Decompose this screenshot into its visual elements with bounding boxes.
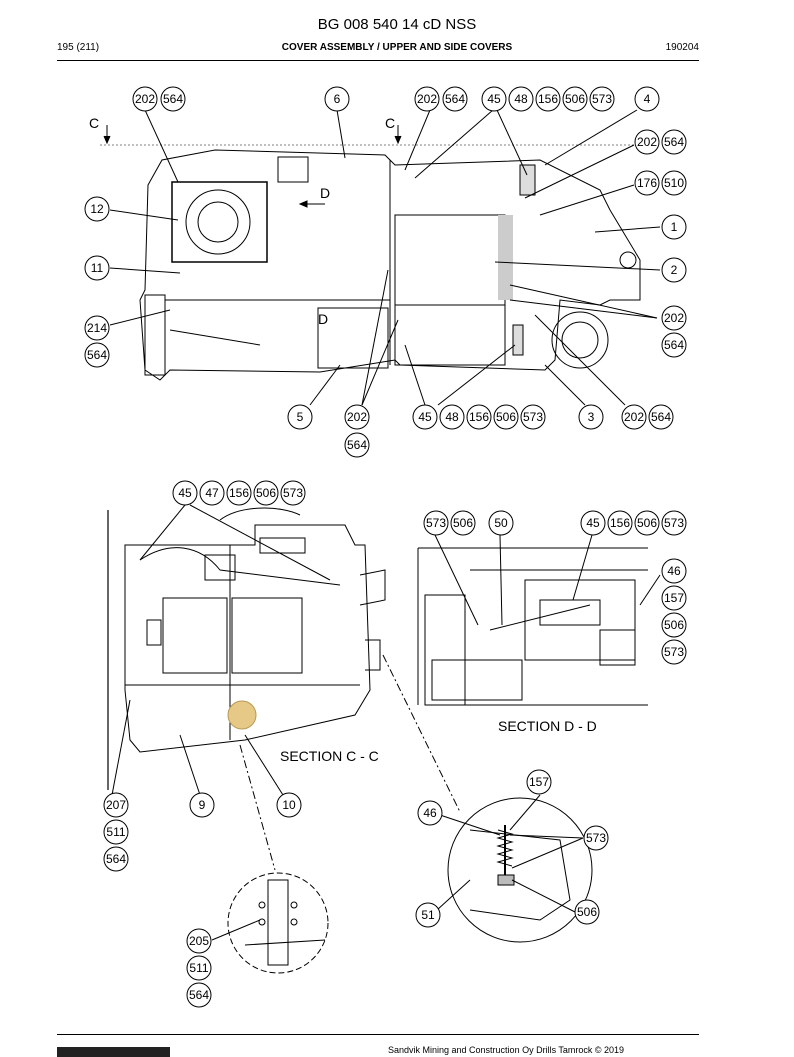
callout-label: 564 [445, 92, 465, 106]
callout-label: 564 [664, 135, 684, 149]
footer-rule [57, 1034, 699, 1035]
callout-label: 506 [637, 516, 657, 530]
callout-label: 156 [229, 486, 249, 500]
callout-label: 45 [487, 92, 501, 106]
callout-label: 46 [667, 564, 681, 578]
callout-label: 506 [496, 410, 516, 424]
callout-label: 156 [610, 516, 630, 530]
callout-label: 573 [586, 831, 606, 845]
callout-label: 6 [334, 92, 341, 106]
section-title: COVER ASSEMBLY / UPPER AND SIDE COVERS [281, 42, 513, 53]
callout-label: 564 [87, 348, 107, 362]
callout-label: 564 [651, 410, 671, 424]
header-rule [57, 60, 699, 61]
callout-label: 12 [90, 202, 104, 216]
callout-label: 1 [671, 220, 678, 234]
callout-label: 506 [664, 618, 684, 632]
callout-label: 205 [189, 934, 209, 948]
callout-label: 506 [565, 92, 585, 106]
callout-label: 4 [644, 92, 651, 106]
callout-label: 202 [135, 92, 155, 106]
callout-label: 51 [421, 908, 435, 922]
callout-label: 156 [469, 410, 489, 424]
callout-label: 5 [297, 410, 304, 424]
copyright-text: Sandvik Mining and Construction Oy Drill… [388, 1045, 625, 1055]
callout-label: 564 [347, 438, 367, 452]
callout-label: 207 [106, 798, 126, 812]
cut-c-label: C [89, 115, 99, 131]
callout-label: 202 [664, 311, 684, 325]
callout-label: 564 [106, 852, 126, 866]
callout-label: 45 [586, 516, 600, 530]
callout-label: 10 [282, 798, 296, 812]
cut-d-label: D [320, 185, 330, 201]
callout-label: 564 [664, 338, 684, 352]
callout-label: 157 [529, 775, 549, 789]
callout-label: 202 [417, 92, 437, 106]
callout-label: 202 [624, 410, 644, 424]
callout-label: 50 [494, 516, 508, 530]
callout-label: 48 [445, 410, 459, 424]
callout-label: 45 [178, 486, 192, 500]
brand-logo [57, 1047, 170, 1057]
callout-label: 202 [347, 410, 367, 424]
callout-label: 214 [87, 321, 107, 335]
callout-label: 573 [664, 516, 684, 530]
callout-label: 564 [189, 988, 209, 1002]
callout-label: 511 [189, 961, 208, 975]
callout-label: 2 [671, 263, 678, 277]
callout-label: 46 [423, 806, 437, 820]
callout-label: 564 [163, 92, 183, 106]
callout-label: 573 [426, 516, 446, 530]
section-dd-view [417, 547, 648, 706]
callout-label: 573 [592, 92, 612, 106]
callout-label: 45 [418, 410, 432, 424]
callout-label: 573 [283, 486, 303, 500]
cut-d-label: D [318, 311, 328, 327]
section-dd-caption: SECTION D - D [498, 718, 597, 734]
callout-label: 156 [538, 92, 558, 106]
page-number: 195 (211) [57, 42, 100, 53]
section-cc-caption: SECTION C - C [280, 748, 379, 764]
callout-label: 573 [523, 410, 543, 424]
callout-label: 176 [637, 176, 657, 190]
callout-label: 511 [106, 825, 125, 839]
callout-label: 506 [577, 905, 597, 919]
callout-label: 3 [588, 410, 595, 424]
callout-label: 9 [199, 798, 206, 812]
callout-label: 202 [637, 135, 657, 149]
document-code: 190204 [665, 42, 699, 53]
callout-label: 47 [205, 486, 219, 500]
cut-c-label: C [385, 115, 395, 131]
detail-hinge-view [227, 872, 329, 974]
callout-label: 48 [514, 92, 528, 106]
callout-label: 157 [664, 591, 684, 605]
callout-label: 11 [91, 261, 104, 275]
callout-label: 506 [256, 486, 276, 500]
detail-spring-view [447, 797, 593, 943]
callout-label: 506 [453, 516, 473, 530]
document-title: BG 008 540 14 cD NSS [317, 16, 477, 33]
section-cc-view [107, 507, 386, 790]
callout-label: 510 [664, 176, 684, 190]
callout-label: 573 [664, 645, 684, 659]
upper-view-body [100, 144, 641, 381]
